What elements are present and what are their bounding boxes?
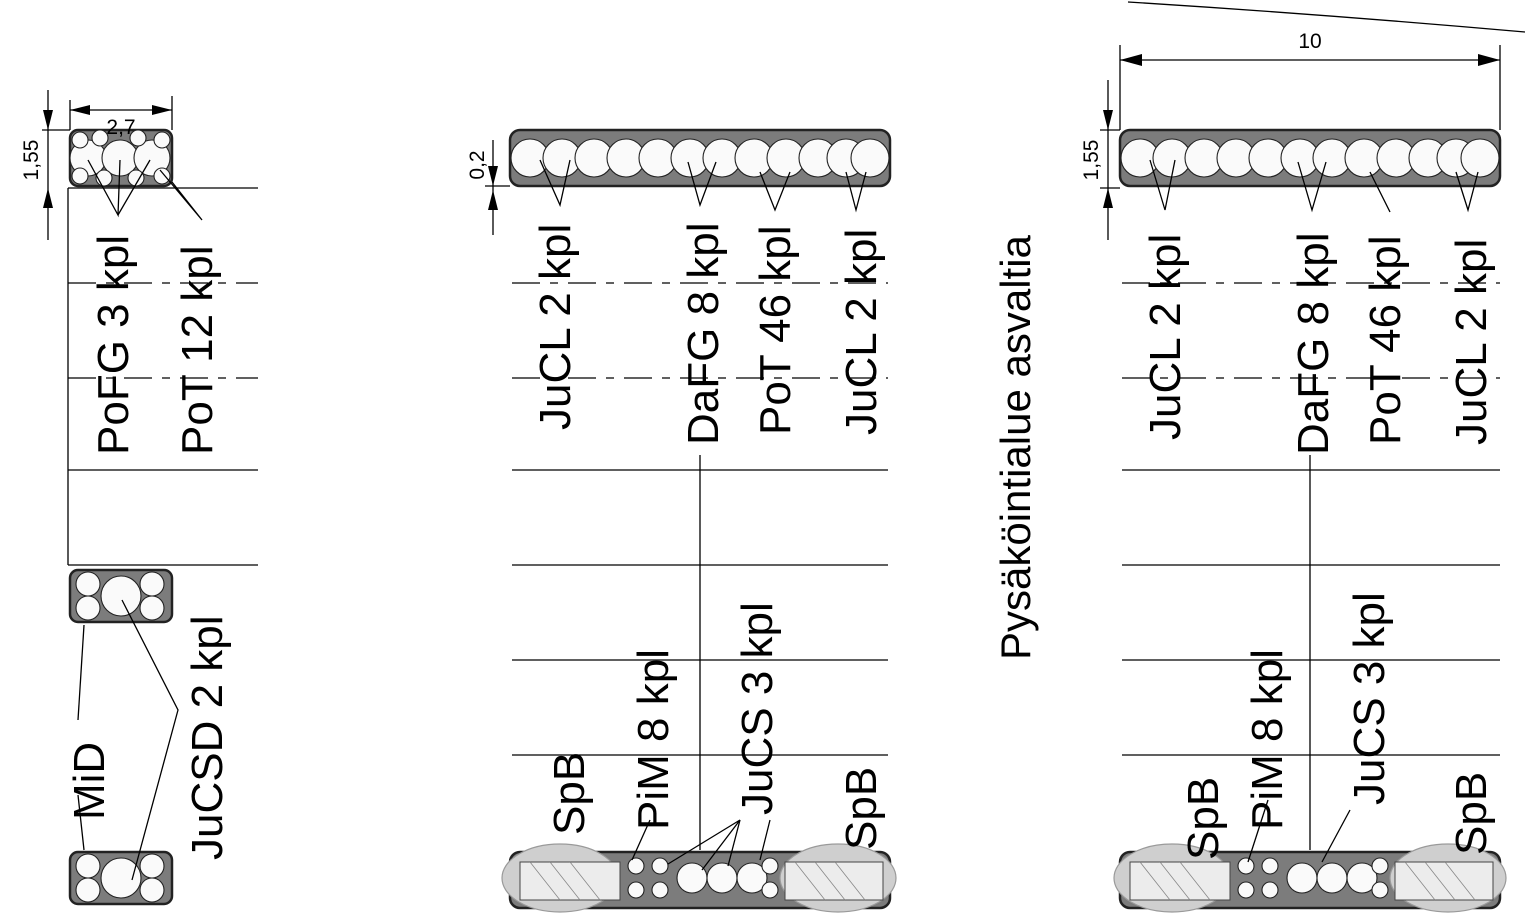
dim-mid-depth: 0,2 (466, 150, 489, 179)
dim-small-width: 2,7 (106, 116, 135, 139)
leader (845, 171, 867, 213)
long-bed-bottom-fill (501, 843, 897, 913)
mid-bed-plants (75, 571, 165, 621)
leader (759, 171, 791, 212)
label-spb-a1: SpB (545, 752, 594, 835)
right-column: 10 1,55 JuCL (1080, 1, 1525, 913)
label-dafg-b: DaFG 8 kpl (1289, 232, 1338, 455)
small-bed-plants (69, 129, 171, 187)
area-title: Pysäköintialue asvaltia (992, 234, 1039, 660)
label-pot46-b: PoT 46 kpl (1361, 235, 1410, 445)
leader (159, 169, 203, 221)
label-jucl-a2: JuCL 2 kpl (837, 229, 886, 435)
leader (539, 159, 571, 208)
leader (1247, 799, 1269, 863)
curb-line (1127, 1, 1525, 33)
label-pim-b: PiM 8 kpl (1243, 649, 1292, 830)
large-bed-plants (1120, 138, 1500, 178)
label-spb-a2: SpB (837, 767, 886, 850)
dim-large-depth: 1,55 (1080, 140, 1103, 181)
leader (687, 161, 717, 208)
leader (121, 599, 179, 881)
dimension-small-depth: 1,55 (20, 90, 70, 240)
label-pot-12: PoT 12 kpl (173, 245, 222, 455)
leader (727, 819, 741, 867)
dimension-mid-depth: 0,2 (466, 140, 510, 235)
leader (759, 819, 771, 861)
bottom-bed-plants (75, 853, 165, 903)
label-spb-b1: SpB (1179, 777, 1228, 860)
label-jucl-b2: JuCL 2 kpl (1447, 239, 1496, 445)
dim-large-width: 10 (1298, 30, 1321, 53)
dim-small-depth: 1,55 (20, 140, 43, 181)
label-jucsd: JuCSD 2 kpl (183, 615, 232, 860)
label-jucs-a: JuCS 3 kpl (733, 602, 782, 815)
middle-column: 0,2 JuCL 2 kpl DaFG 8 kpl PoT 46 kpl JuC… (466, 128, 897, 913)
large-bed-bottom-fill (1113, 843, 1507, 913)
leader (1321, 809, 1351, 863)
label-jucl-b1: JuCL 2 kpl (1141, 234, 1190, 440)
dimension-large-width: 10 (1119, 30, 1501, 130)
dimension-small-width: 2,7 (69, 96, 173, 139)
label-jucs-b: JuCS 3 kpl (1345, 592, 1394, 805)
label-jucl-a1: JuCL 2 kpl (531, 224, 580, 430)
label-pofg: PoFG 3 kpl (89, 235, 138, 455)
label-pot46-a: PoT 46 kpl (751, 225, 800, 435)
left-column: 2,7 1,55 PoFG 3 kpl PoT 12 kpl (20, 90, 258, 906)
label-spb-b2: SpB (1447, 772, 1496, 855)
leader (631, 819, 651, 861)
leader (117, 159, 151, 216)
leader (1149, 159, 1176, 211)
label-mid: MiD (65, 742, 114, 820)
leader (77, 794, 85, 851)
leader (1455, 171, 1479, 213)
long-bed-plants (510, 138, 890, 178)
leader (1369, 171, 1391, 213)
leader (77, 624, 85, 721)
label-dafg-a: DaFG 8 kpl (679, 222, 728, 445)
label-pim-a: PiM 8 kpl (629, 649, 678, 830)
leader (1297, 161, 1327, 213)
dimension-large-depth: 1,55 (1080, 80, 1120, 240)
